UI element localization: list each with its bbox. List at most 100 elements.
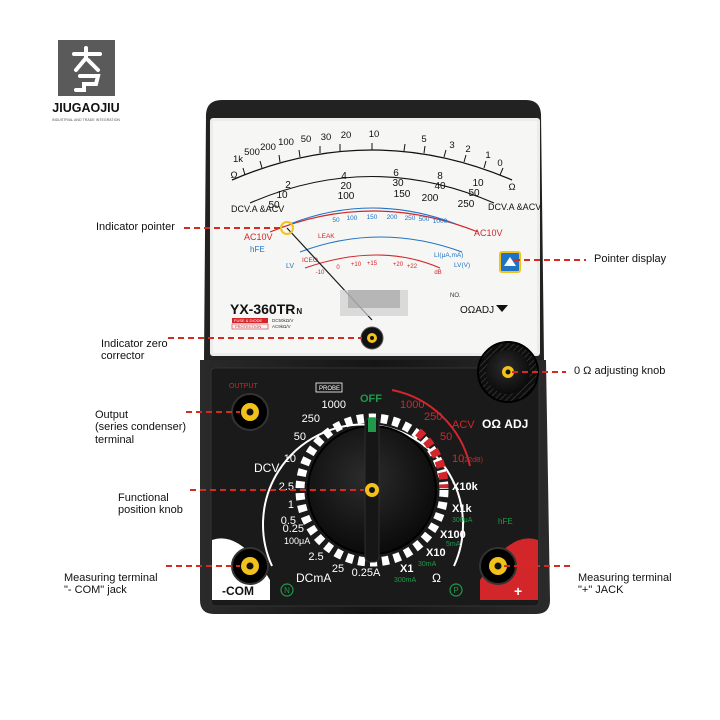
- callout-functional-knob: Functional position knob: [118, 479, 183, 517]
- ohm-range-x10[interactable]: X10: [426, 547, 446, 559]
- callout-text: Functional position knob: [118, 491, 183, 517]
- ohm-x10-current: 30mA: [418, 561, 437, 568]
- lv-right-label: LV(V): [454, 262, 470, 269]
- ohm-tick-label: 3: [449, 140, 454, 151]
- dcv-range-1[interactable]: 1: [288, 499, 294, 511]
- ohm-tick-label: 2: [465, 144, 470, 155]
- callout-text: Indicator pointer: [96, 221, 175, 233]
- dcma-range-0.25a[interactable]: 0.25A: [352, 567, 381, 579]
- probe-box: [315, 382, 343, 393]
- com-terminal-jack[interactable]: [231, 547, 269, 585]
- p-marker: [449, 583, 463, 597]
- dcv-range-2.5[interactable]: 2.5: [279, 481, 294, 493]
- dcv-range-0.25[interactable]: 0.25: [283, 523, 304, 535]
- spec-dc: DC50kΩ/V: [272, 318, 293, 323]
- ohm-scale-labels: 1k 500 200 100 50 30 20 10 5 3 2 1 0 Ω Ω: [230, 129, 515, 193]
- callout-text: Measuring terminal "+" JACK: [578, 571, 672, 597]
- brand-logo: JIUGAOJIU INDUSTRIAL AND TRADE INTEGRATI…: [52, 40, 120, 122]
- zero-ohm-adjust-knob[interactable]: [477, 341, 539, 403]
- db-tick-label: +20: [393, 262, 404, 268]
- db-tick-label: 0: [336, 265, 340, 271]
- function-selector-knob[interactable]: [307, 417, 437, 563]
- callout-indicator-pointer: Indicator pointer: [96, 221, 175, 234]
- dc-tick-label: 2: [285, 180, 291, 191]
- ua-tick-label: 100: [347, 215, 358, 222]
- selector-ring-outer: [262, 423, 464, 567]
- dcv-label-left: DCV.A &ACV: [231, 204, 284, 214]
- ohm-unit: Ω: [508, 182, 515, 193]
- ohm-range-x1k[interactable]: X1k: [452, 503, 472, 515]
- protection-text: PROTECTION: [235, 324, 261, 329]
- ohm-range-labels: X10k X1k X100 X10 X1: [400, 481, 479, 575]
- brand-name: JIUGAOJIU: [52, 101, 119, 115]
- db-tick-label: +10: [351, 262, 362, 268]
- ohm-tick-label: 20: [341, 130, 352, 141]
- off-label: OFF: [360, 393, 382, 405]
- ohm-tick-label: 1k: [233, 154, 243, 165]
- serial-no-label: NO.: [450, 293, 461, 299]
- dcv-range-1000[interactable]: 1000: [322, 399, 346, 411]
- callout-text: Measuring terminal "- COM" jack: [64, 571, 158, 597]
- model-name: YX-360TRN: [230, 301, 302, 317]
- dc-scale-labels: 2 4 6 8 10 10 20 30 40 50 50 100 150 200…: [268, 168, 484, 211]
- dc-tick-label: 6: [393, 168, 399, 179]
- acv-range-250[interactable]: 250: [424, 411, 442, 423]
- ohm-range-x100[interactable]: X100: [440, 529, 466, 541]
- plus-label: +: [514, 583, 522, 599]
- com-label: -COM: [222, 584, 254, 598]
- ua-tick-label: 150: [367, 214, 378, 221]
- ohm-mode-label: Ω: [432, 571, 441, 585]
- dc50-tick-label: 30: [392, 178, 404, 189]
- pointer-display-icon: [504, 257, 516, 266]
- dcma-range-2.5[interactable]: 2.5: [308, 551, 323, 563]
- lv-left-label: LV: [286, 263, 294, 270]
- dcv-range-labels: 1000 250 50 10 2.5 1 0.5 0.25: [279, 399, 346, 535]
- acv-range-50[interactable]: 50: [440, 431, 452, 443]
- dcv-100ua-label[interactable]: 100μA: [284, 536, 310, 546]
- dcv-range-0.5[interactable]: 0.5: [281, 515, 296, 527]
- callout-lines: [166, 227, 586, 567]
- output-terminal-jack[interactable]: [231, 393, 269, 431]
- callout-indicator-zero-corrector: Indicator zero corrector: [101, 325, 168, 363]
- face-zero-adj-label: OΩADJ: [460, 305, 494, 316]
- ac10v-right: AC10V: [474, 228, 503, 238]
- acv-ring: [391, 389, 471, 467]
- ohm-range-x10k[interactable]: X10k: [452, 481, 479, 493]
- callout-text: Indicator zero corrector: [101, 337, 168, 363]
- dcv-range-50[interactable]: 50: [294, 431, 306, 443]
- ua-scale-labels: 50 100 150 200 250 500 1000: [332, 214, 447, 225]
- plus-terminal-jack[interactable]: [479, 547, 517, 585]
- dcv-range-10[interactable]: 10: [284, 453, 296, 465]
- ac10v-left: AC10V: [244, 232, 273, 242]
- db-scale-arc: [304, 254, 441, 269]
- dcv-range-250[interactable]: 250: [302, 413, 320, 425]
- movement-window: [348, 290, 400, 308]
- callout-measuring-com: Measuring terminal "- COM" jack: [64, 559, 158, 597]
- iceo-label: ICEO: [302, 257, 318, 264]
- ohm-x1k-current: 300μA: [452, 517, 473, 524]
- dc250-tick-label: 50: [268, 200, 280, 211]
- dc-tick-label: 10: [472, 178, 484, 189]
- li-scale-arc: [299, 236, 463, 253]
- ohm-range-x1[interactable]: X1: [400, 563, 413, 575]
- callout-text: Pointer display: [594, 253, 667, 265]
- dcma-range-25[interactable]: 25: [332, 563, 344, 575]
- callout-text: Output (series condenser) terminal: [95, 408, 187, 446]
- dc50-tick-label: 40: [434, 181, 446, 192]
- acv-range-1000[interactable]: 1000: [400, 399, 424, 411]
- dc-tick-label: 4: [341, 171, 347, 182]
- ohm-tick-label: 30: [321, 132, 332, 143]
- control-panel: OUTPUT -COM + hFE: [212, 382, 538, 600]
- dc250-tick-label: 200: [422, 193, 439, 204]
- fuse-text: FUSE & DIODE: [234, 318, 263, 323]
- db-tick-label: +15: [367, 261, 378, 267]
- acv-range-10[interactable]: 10: [452, 453, 464, 465]
- ohm-tick-label: 5: [421, 134, 426, 145]
- indicator-zero-corrector[interactable]: [360, 326, 384, 350]
- dc-tick-label: 8: [437, 171, 443, 182]
- logo-glyph: [72, 46, 102, 92]
- n-label: N: [284, 586, 290, 595]
- dcma-mode-label: DCmA: [296, 571, 331, 585]
- db-unit: dB: [434, 270, 441, 276]
- panel-hfe-label: hFE: [498, 517, 513, 526]
